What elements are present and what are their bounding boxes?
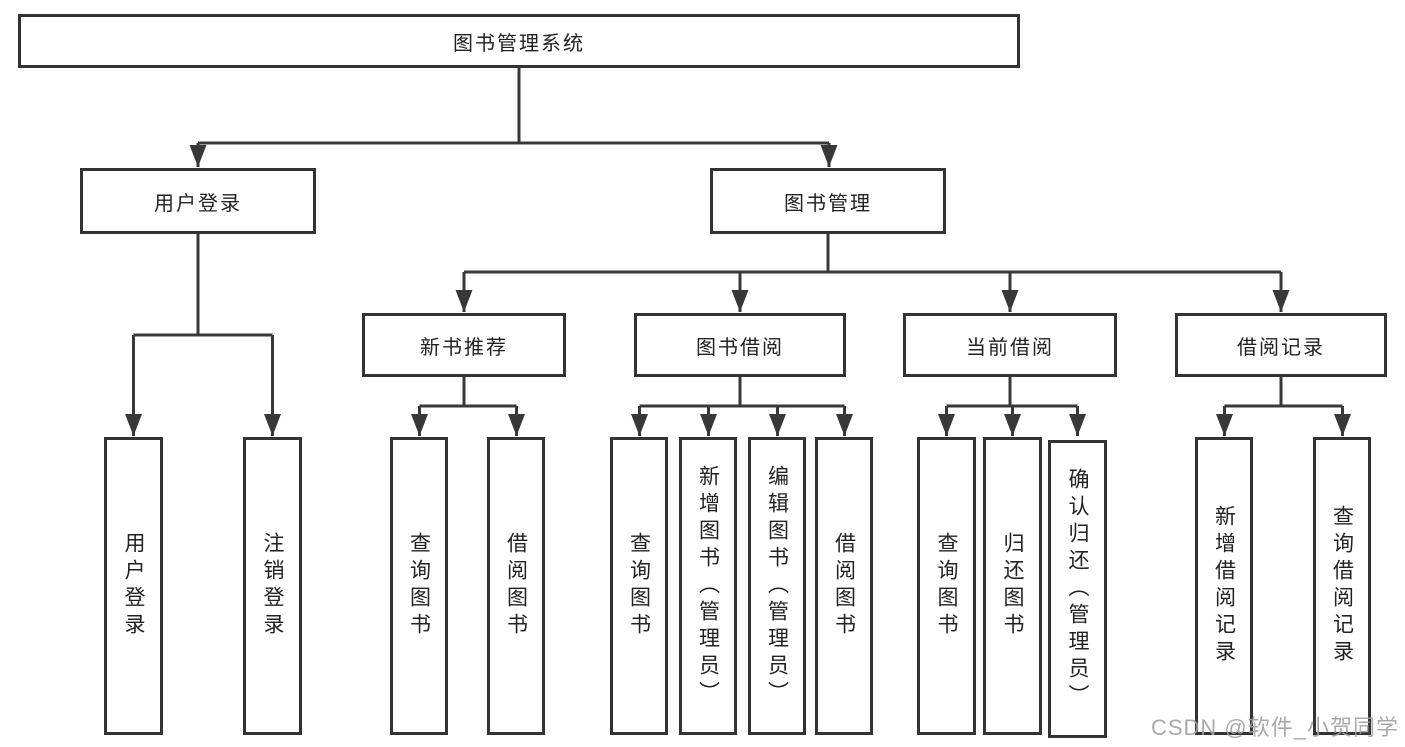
- root-to-level2-connectors: [189, 68, 838, 167]
- book-borrow-connectors: [631, 377, 853, 436]
- node-current-borrow: 当前借阅: [903, 313, 1117, 377]
- leaf-label: 借阅图书: [832, 532, 856, 640]
- node-book-borrow: 图书借阅: [634, 313, 846, 377]
- leaf-label: 新增图书（管理员）: [696, 464, 720, 708]
- leaf-label: 编辑图书（管理员）: [765, 464, 789, 708]
- node-root-system: 图书管理系统: [18, 14, 1020, 68]
- leaf-label: 借阅图书: [504, 532, 528, 640]
- node-user-login: 用户登录: [80, 168, 316, 234]
- leaf-query-books-current: 查询图书: [917, 437, 976, 735]
- borrow-records-connectors: [1216, 377, 1351, 436]
- leaf-borrow-books-rec: 借阅图书: [487, 437, 545, 735]
- leaf-label: 查询图书: [935, 532, 958, 640]
- leaf-label: 查询图书: [407, 532, 431, 640]
- user-login-connectors: [125, 234, 281, 436]
- current-borrow-connectors: [938, 377, 1086, 436]
- leaf-logout: 注销登录: [243, 437, 302, 735]
- node-borrow-records: 借阅记录: [1175, 313, 1387, 377]
- node-new-book-rec: 新书推荐: [362, 313, 566, 377]
- leaf-label: 确认归还（管理员）: [1066, 467, 1089, 711]
- new-book-rec-connectors: [411, 377, 525, 436]
- book-mgmt-connectors: [455, 234, 1290, 312]
- leaf-confirm-return-admin: 确认归还（管理员）: [1048, 440, 1107, 738]
- leaf-user-login: 用户登录: [104, 437, 163, 735]
- leaf-label: 查询借阅记录: [1330, 505, 1354, 667]
- leaf-query-books-rec: 查询图书: [390, 437, 448, 735]
- leaf-borrow-books: 借阅图书: [815, 437, 873, 735]
- leaf-label: 用户登录: [122, 532, 145, 640]
- leaf-query-borrow-record: 查询借阅记录: [1313, 437, 1371, 735]
- node-book-mgmt: 图书管理: [710, 168, 946, 234]
- leaf-label: 新增借阅记录: [1212, 505, 1236, 667]
- leaf-edit-books-admin: 编辑图书（管理员）: [748, 437, 806, 735]
- leaf-add-books-admin: 新增图书（管理员）: [679, 437, 737, 735]
- csdn-watermark: CSDN @软件_小贺同学: [1150, 715, 1399, 740]
- leaf-query-books-borrow: 查询图书: [610, 437, 668, 735]
- leaf-return-books: 归还图书: [983, 437, 1042, 735]
- leaf-label: 归还图书: [1001, 532, 1024, 640]
- leaf-add-borrow-record: 新增借阅记录: [1195, 437, 1253, 735]
- leaf-label: 查询图书: [627, 532, 651, 640]
- leaf-label: 注销登录: [261, 532, 284, 640]
